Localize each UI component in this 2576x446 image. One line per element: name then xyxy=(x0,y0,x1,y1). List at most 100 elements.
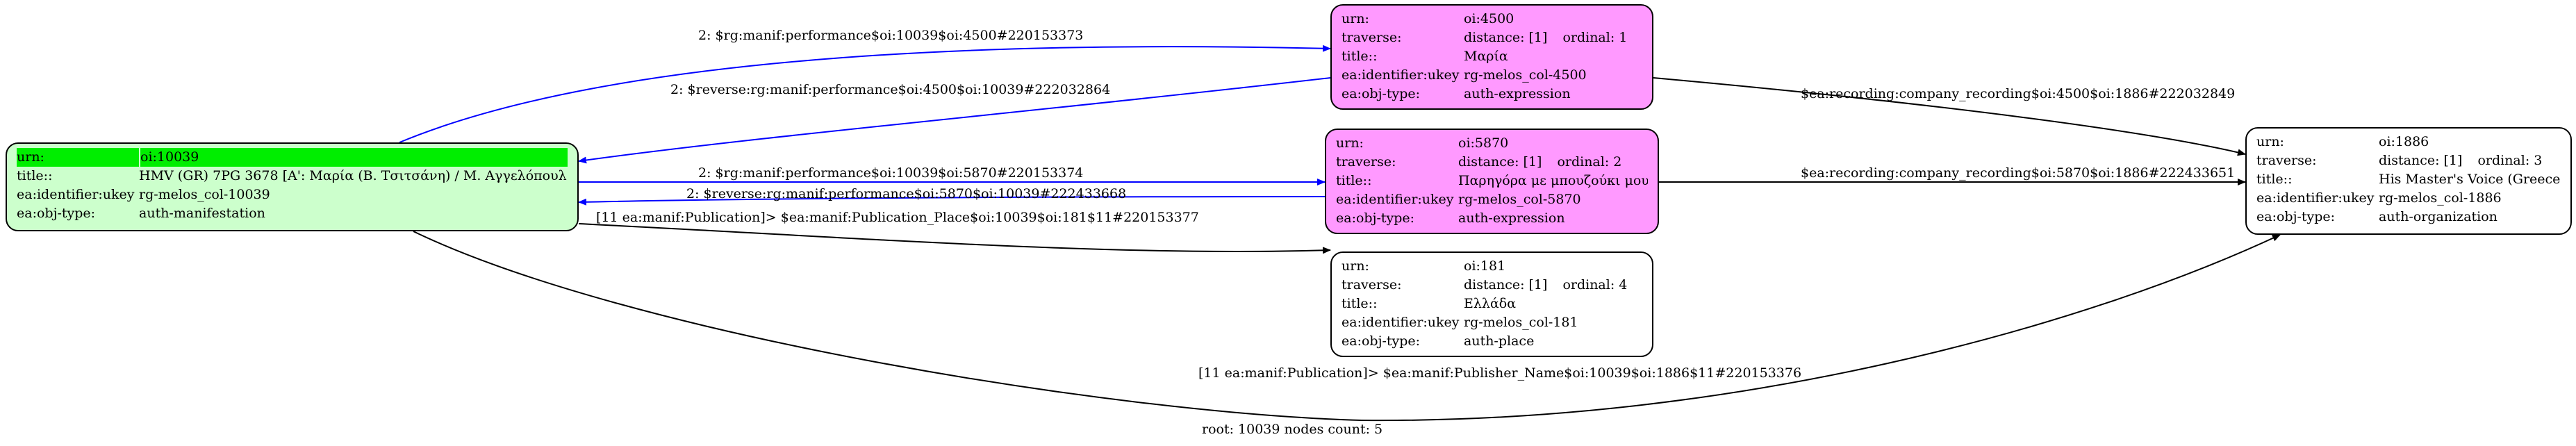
node-ukey-row: ea:identifier:ukey rg-melos_col-1886 xyxy=(2256,189,2561,208)
title-label: title:: xyxy=(2256,172,2293,187)
traverse-value: distance: [1] ordinal: 3 xyxy=(2379,151,2561,170)
edge-reverse-performance-4500 xyxy=(578,77,1331,164)
traverse-value: distance: [1]ordinal: 1 xyxy=(1464,28,1642,47)
distance-value: distance: [1] xyxy=(1464,277,1548,292)
type-value: auth-place xyxy=(1464,333,1535,349)
urn-label: urn: xyxy=(1341,11,1369,26)
node-4500[interactable]: urn: oi:4500 traverse: distance: [1]ordi… xyxy=(1330,4,1653,110)
node-1886[interactable]: urn: oi:1886 traverse: distance: [1] ordi… xyxy=(2245,127,2572,235)
node-urn-row: urn: oi:5870 xyxy=(1336,134,1648,153)
edge-company-recording-4500 xyxy=(1653,77,2246,156)
distance-value: distance: [1] xyxy=(1464,30,1548,45)
edge-label-performance-5870: 2: $rg:manif:performance$oi:10039$oi:587… xyxy=(698,165,1084,181)
type-label: ea:obj-type: xyxy=(1341,333,1421,349)
node-traverse-row: traverse: distance: [1]ordinal: 1 xyxy=(1341,28,1642,47)
ukey-label: ea:identifier:ukey xyxy=(2256,190,2375,206)
ukey-value: rg-melos_col-181 xyxy=(1464,315,1578,330)
urn-value: oi:1886 xyxy=(2379,134,2429,149)
title-value: His Master's Voice (Greece) xyxy=(2379,172,2561,187)
node-traverse-row: traverse: distance: [1] ordinal: 3 xyxy=(2256,151,2561,170)
title-value: Ελλάδα xyxy=(1464,296,1517,311)
edge-label-company-recording-4500: $ea:recording:company_recording$oi:4500$… xyxy=(1801,86,2236,101)
node-traverse-row: traverse: distance: [1] ordinal: 2 xyxy=(1336,153,1648,172)
edge-label-publication-place-181: [11 ea:manif:Publication]> $ea:manif:Pub… xyxy=(596,210,1199,225)
ukey-value: rg-melos_col-4500 xyxy=(1464,67,1587,83)
traverse-label: traverse: xyxy=(2256,153,2317,168)
node-urn-row: urn: oi:181 xyxy=(1341,257,1642,276)
type-value: auth-manifestation xyxy=(139,206,265,221)
title-label: title:: xyxy=(1336,173,1372,188)
edge-performance-4500 xyxy=(399,44,1331,143)
urn-value: oi:10039 xyxy=(140,149,199,165)
distance-value: distance: [1] xyxy=(1458,154,1542,170)
ukey-value: rg-melos_col-5870 xyxy=(1458,192,1581,207)
node-ukey-row: ea:identifier:ukey rg-melos_col-181 xyxy=(1341,313,1642,332)
node-ukey-row: ea:identifier:ukey rg-melos_col-5870 xyxy=(1336,190,1648,209)
type-label: ea:obj-type: xyxy=(1336,210,1415,226)
node-title-row: title:: His Master's Voice (Greece) xyxy=(2256,170,2561,189)
edge-label-performance-4500: 2: $rg:manif:performance$oi:10039$oi:450… xyxy=(698,28,1084,43)
node-title-row: title:: Παρηγόρα με μπουζούκι μου xyxy=(1336,172,1648,190)
type-label: ea:obj-type: xyxy=(1341,86,1421,101)
node-type-row: ea:obj-type: auth-manifestation xyxy=(17,204,568,223)
urn-label: urn: xyxy=(1336,135,1364,151)
urn-label: urn: xyxy=(1341,258,1369,274)
edge-label-publisher-name-1886: [11 ea:manif:Publication]> $ea:manif:Pub… xyxy=(1198,365,1802,381)
edge-label-company-recording-5870: $ea:recording:company_recording$oi:5870$… xyxy=(1801,165,2236,181)
node-ukey-row: ea:identifier:ukey rg-melos_col-10039 xyxy=(17,185,568,204)
urn-label: urn: xyxy=(2256,134,2284,149)
node-urn-row: urn: oi:10039 xyxy=(17,148,568,167)
node-181[interactable]: urn: oi:181 traverse: distance: [1] ordin… xyxy=(1330,251,1653,357)
edge-label-reverse-performance-4500: 2: $reverse:rg:manif:performance$oi:4500… xyxy=(670,82,1111,97)
node-type-row: ea:obj-type: auth-organization xyxy=(2256,208,2561,226)
title-label: title:: xyxy=(1341,296,1378,311)
ukey-label: ea:identifier:ukey xyxy=(1336,192,1454,207)
title-value: HMV (GR) 7PG 3678 [Α': Μαρία (Β. Τσιτσάν… xyxy=(139,168,568,183)
node-type-row: ea:obj-type: auth-expression xyxy=(1336,209,1648,228)
graph-footer: root: 10039 nodes count: 5 xyxy=(1202,422,1383,437)
ordinal-value: ordinal: 3 xyxy=(2477,153,2543,168)
edge-publisher-name-1886 xyxy=(413,231,2281,422)
node-urn-row: urn: oi:1886 xyxy=(2256,133,2561,151)
title-value: Μαρία xyxy=(1464,49,1508,64)
ordinal-value: ordinal: 4 xyxy=(1562,277,1628,292)
node-10039[interactable]: urn: oi:10039 title:: HMV (GR) 7PG 3678 … xyxy=(6,142,579,231)
node-5870[interactable]: urn: oi:5870 traverse: distance: [1] ordi… xyxy=(1325,129,1659,234)
type-value: auth-organization xyxy=(2379,209,2497,224)
title-label: title:: xyxy=(1341,49,1378,64)
urn-value: oi:181 xyxy=(1464,258,1506,274)
type-label: ea:obj-type: xyxy=(17,206,96,221)
node-ukey-row: ea:identifier:ukey rg-melos_col-4500 xyxy=(1341,66,1642,85)
traverse-label: traverse: xyxy=(1341,30,1402,45)
ordinal-value: ordinal: 2 xyxy=(1557,154,1622,170)
type-label: ea:obj-type: xyxy=(2256,209,2336,224)
title-label: title:: xyxy=(17,168,53,183)
type-value: auth-expression xyxy=(1458,210,1565,226)
node-type-row: ea:obj-type: auth-expression xyxy=(1341,85,1642,104)
edge-reverse-performance-5870 xyxy=(578,196,1326,206)
node-title-row: title:: HMV (GR) 7PG 3678 [Α': Μαρία (Β.… xyxy=(17,167,568,185)
node-title-row: title:: Ελλάδα xyxy=(1341,295,1642,313)
traverse-label: traverse: xyxy=(1336,154,1396,170)
traverse-value: distance: [1] ordinal: 2 xyxy=(1458,153,1648,172)
ukey-value: rg-melos_col-10039 xyxy=(139,187,270,202)
traverse-label: traverse: xyxy=(1341,277,1402,292)
node-title-row: title:: Μαρία xyxy=(1341,47,1642,66)
node-urn-row: urn: oi:4500 xyxy=(1341,10,1642,28)
urn-label: urn: xyxy=(17,148,140,167)
urn-value: oi:5870 xyxy=(1458,135,1509,151)
traverse-value: distance: [1] ordinal: 4 xyxy=(1464,276,1642,295)
ukey-label: ea:identifier:ukey xyxy=(17,187,135,202)
edge-label-reverse-performance-5870: 2: $reverse:rg:manif:performance$oi:5870… xyxy=(686,186,1127,201)
urn-value: oi:4500 xyxy=(1464,11,1514,26)
title-value: Παρηγόρα με μπουζούκι μου xyxy=(1458,173,1648,188)
node-type-row: ea:obj-type: auth-place xyxy=(1341,332,1642,351)
type-value: auth-expression xyxy=(1464,86,1571,101)
ukey-label: ea:identifier:ukey xyxy=(1341,67,1460,83)
edge-publication-place-181 xyxy=(578,223,1331,254)
node-traverse-row: traverse: distance: [1] ordinal: 4 xyxy=(1341,276,1642,295)
ukey-label: ea:identifier:ukey xyxy=(1341,315,1460,330)
distance-value: distance: [1] xyxy=(2379,153,2463,168)
ukey-value: rg-melos_col-1886 xyxy=(2379,190,2502,206)
